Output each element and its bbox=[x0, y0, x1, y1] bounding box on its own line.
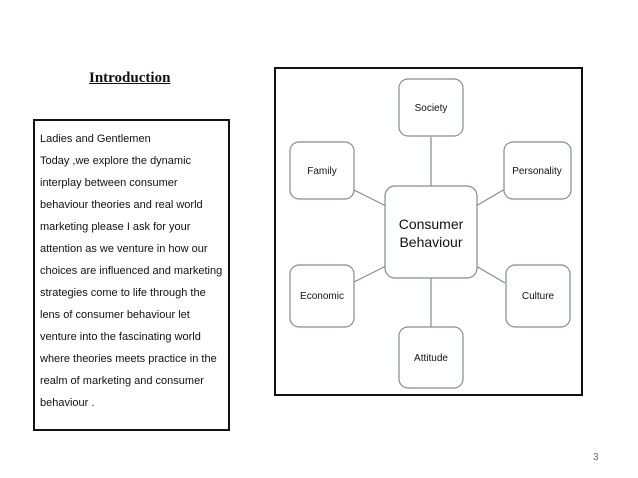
connector-culture bbox=[475, 265, 506, 284]
node-family-label: Family bbox=[307, 166, 336, 177]
intro-line: behaviour theories and real world bbox=[40, 199, 203, 211]
node-personality: Personality bbox=[503, 141, 572, 200]
introduction-text-box: Ladies and Gentlemen Today ,we explore t… bbox=[33, 119, 230, 431]
node-center: Consumer Behaviour bbox=[384, 185, 478, 279]
node-economic-label: Economic bbox=[300, 291, 344, 302]
node-society: Society bbox=[398, 78, 464, 137]
node-culture: Culture bbox=[505, 264, 571, 328]
intro-line: Ladies and Gentlemen bbox=[40, 133, 151, 145]
page-title: Introduction bbox=[89, 70, 171, 86]
page-number: 3 bbox=[593, 452, 599, 463]
center-line1: Consumer bbox=[399, 216, 464, 232]
node-attitude: Attitude bbox=[398, 326, 464, 389]
intro-line: attention as we venture in how our bbox=[40, 243, 208, 255]
intro-line: marketing please I ask for your bbox=[40, 221, 191, 233]
intro-line: choices are influenced and marketing bbox=[40, 265, 223, 277]
intro-line: Today ,we explore the dynamic bbox=[40, 155, 192, 167]
connector-family bbox=[351, 188, 387, 207]
intro-line: where theories meets practice in the bbox=[40, 353, 217, 365]
connector-personality bbox=[475, 188, 506, 207]
node-society-label: Society bbox=[415, 103, 448, 114]
node-culture-label: Culture bbox=[522, 291, 555, 302]
diagram-canvas: Society Family Personality Economic Cult… bbox=[289, 78, 572, 389]
intro-line: strategies come to life through the bbox=[40, 287, 206, 299]
node-economic: Economic bbox=[289, 264, 355, 328]
node-personality-label: Personality bbox=[512, 166, 561, 177]
intro-line: venture into the fascinating world bbox=[40, 331, 201, 343]
node-attitude-label: Attitude bbox=[414, 353, 448, 364]
node-family: Family bbox=[289, 141, 355, 200]
intro-line: lens of consumer behaviour let bbox=[40, 309, 190, 321]
intro-line: realm of marketing and consumer bbox=[40, 375, 204, 387]
center-line2: Behaviour bbox=[399, 234, 462, 250]
consumer-behaviour-diagram: Society Family Personality Economic Cult… bbox=[274, 67, 583, 396]
intro-line: behaviour . bbox=[40, 397, 95, 409]
connector-economic bbox=[351, 265, 387, 284]
intro-line: interplay between consumer bbox=[40, 177, 178, 189]
